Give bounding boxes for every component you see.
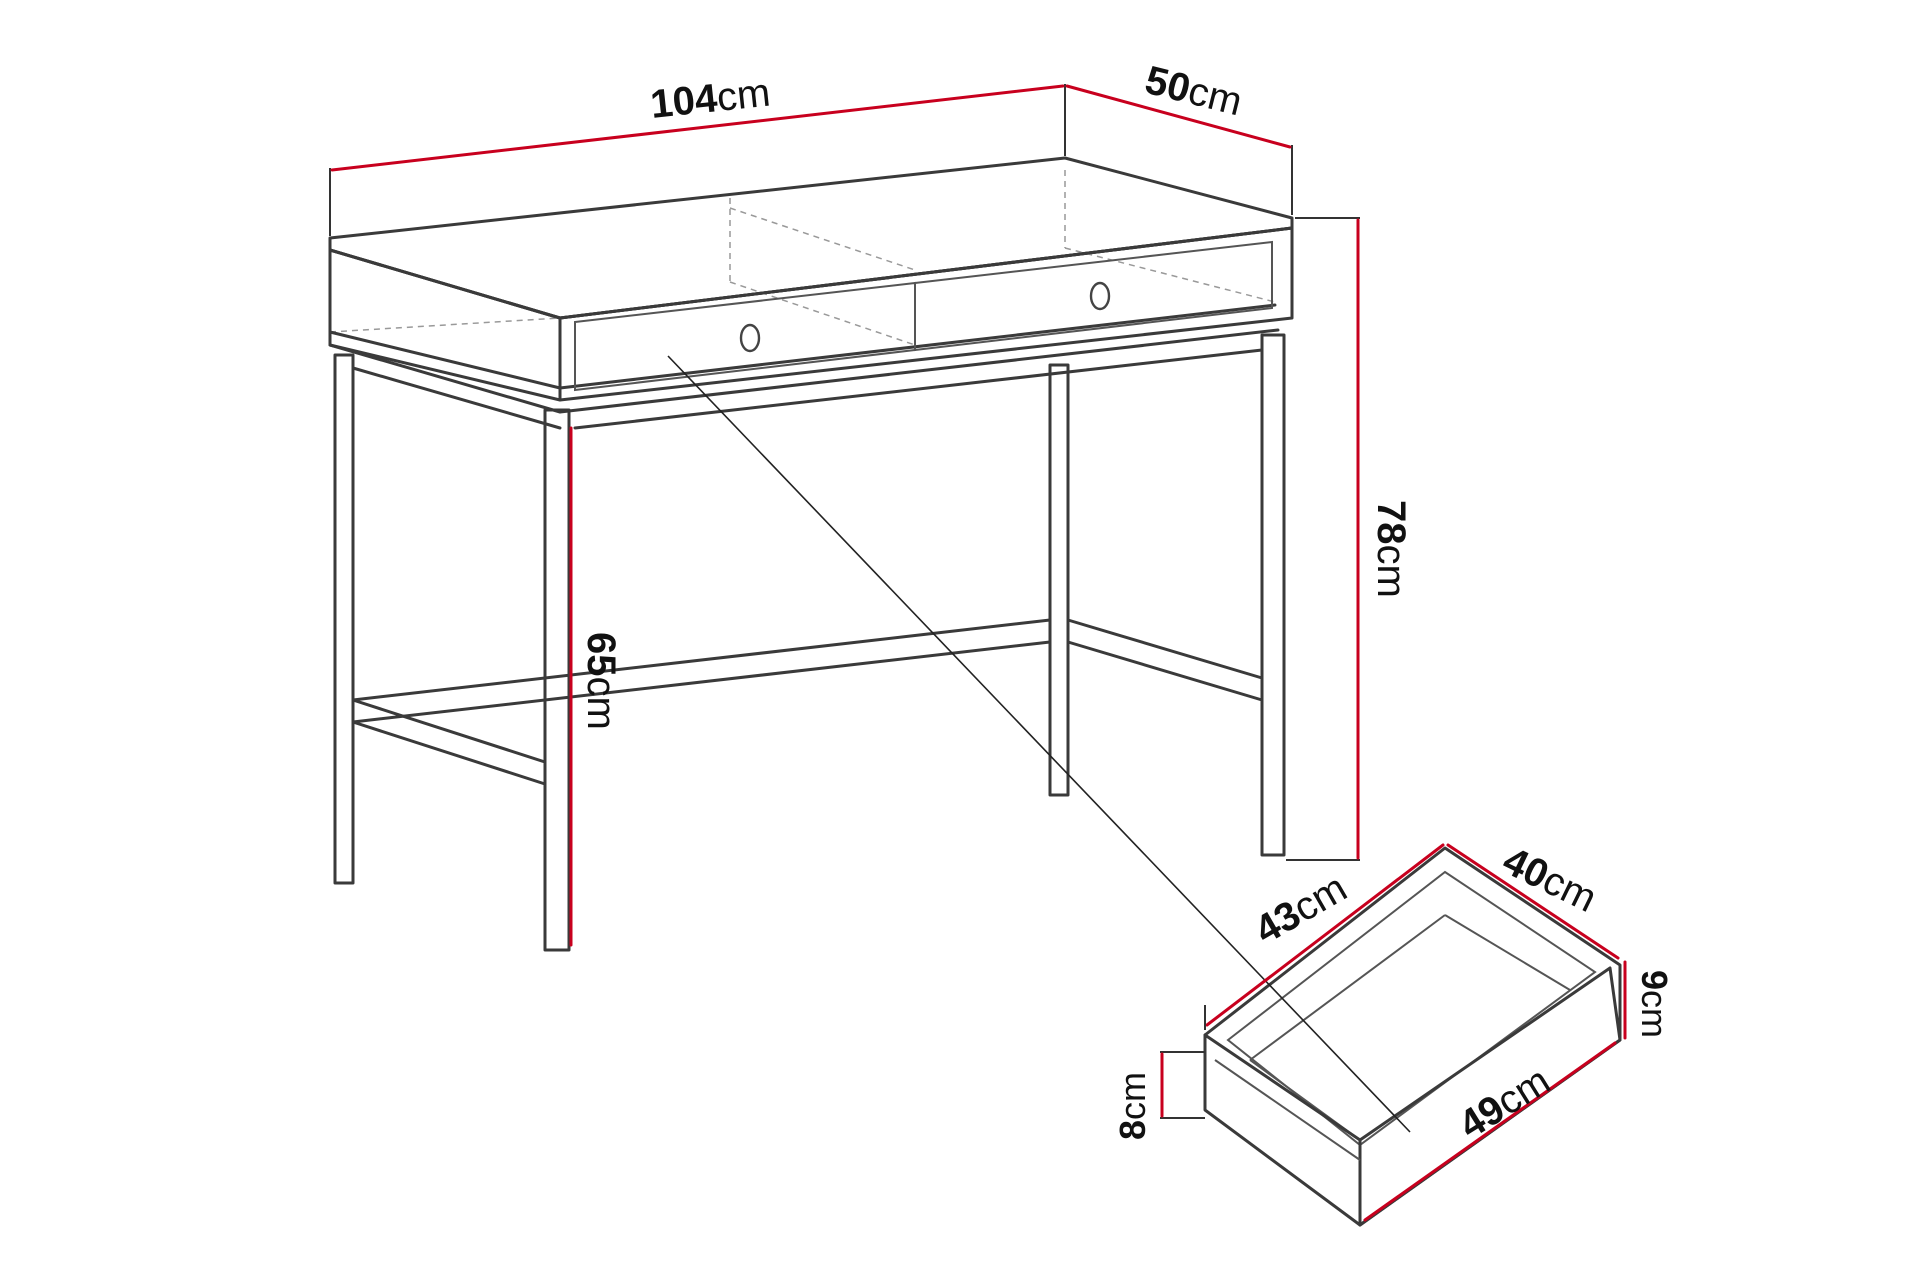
label-leg-height: 65cm	[579, 632, 623, 730]
frame-left-rail-lower	[351, 366, 562, 430]
label-drawer-width: 40cm	[1496, 839, 1603, 921]
stretcher-left-lower	[351, 720, 547, 786]
frame-left-rail	[328, 343, 562, 414]
shelf-hidden-right	[1064, 247, 1276, 303]
dim-line-depth	[1065, 84, 1292, 149]
leg-back-right	[1048, 363, 1070, 797]
drawer-bottom-back	[1249, 914, 1446, 1061]
dim-line-width	[330, 84, 1065, 172]
label-drawer-front-width: 49cm	[1451, 1058, 1557, 1147]
drawer-detail	[1203, 846, 1622, 1227]
dim-line-front-width	[1363, 1041, 1617, 1222]
label-drawer-front-height: 8cm	[1112, 1072, 1153, 1140]
drawer-knob-right	[1089, 281, 1111, 311]
drawer-knob-left	[739, 323, 761, 353]
stretcher-left	[351, 698, 547, 764]
drawer-side-inner-line	[1214, 1059, 1361, 1161]
frame-front-rail-lower	[573, 348, 1264, 430]
dim-line-drawer-width	[1446, 843, 1620, 960]
label-drawer-depth: 43cm	[1248, 866, 1355, 953]
shelf-hidden-line	[329, 317, 561, 333]
leg-front-right	[1260, 333, 1286, 857]
stretcher-back	[351, 618, 1052, 702]
stretcher-right	[1066, 618, 1264, 680]
dimension-labels: 104cm 50cm 78cm 65cm 43cm 40cm 9cm 8cm 4…	[579, 58, 1675, 1148]
desk	[328, 156, 1294, 952]
dim-line-drawer-depth	[1205, 843, 1445, 1027]
frame-front-rail	[558, 328, 1280, 414]
drawer-side-top-edge	[1203, 1033, 1362, 1142]
label-desk-height: 78cm	[1369, 500, 1413, 598]
leg-front-center	[543, 408, 571, 952]
desk-apron	[328, 226, 1294, 402]
label-desk-depth: 50cm	[1141, 58, 1247, 124]
apron-inner-left	[328, 330, 562, 390]
leg-front-left	[333, 353, 355, 885]
dimension-lines	[329, 84, 1627, 1222]
stretcher-right-lower	[1066, 640, 1264, 702]
divider-hidden-top	[729, 207, 916, 271]
label-desk-width: 104cm	[648, 71, 772, 127]
apron-inner-front	[558, 303, 1277, 390]
drawer-leader-line	[667, 355, 1411, 1133]
drawer-bottom-right	[1444, 914, 1571, 991]
stretcher-back-lower	[351, 640, 1052, 724]
label-drawer-height: 9cm	[1634, 970, 1675, 1038]
